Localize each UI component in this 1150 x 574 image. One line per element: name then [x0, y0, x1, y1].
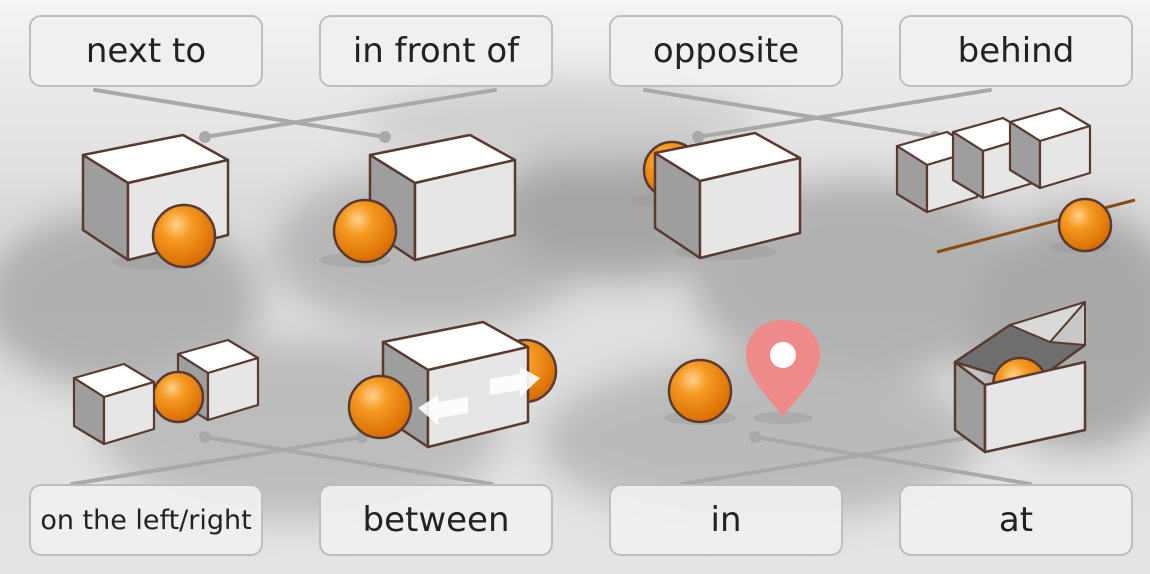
label-next-to[interactable]: next to [29, 15, 263, 87]
label-between[interactable]: between [319, 484, 553, 556]
next-to-illustration [81, 133, 230, 270]
label-text: next to [85, 31, 207, 71]
behind-illustration [895, 106, 1136, 254]
in-illustration [664, 320, 820, 425]
label-text: between [362, 500, 510, 540]
label-text: in front of [352, 31, 520, 71]
between-illustration [347, 320, 558, 449]
connector-lines [70, 88, 1032, 486]
label-in-front-of[interactable]: in front of [319, 15, 553, 87]
connector-dots [199, 131, 978, 443]
at-illustration [953, 301, 1087, 454]
label-behind[interactable]: behind [899, 15, 1133, 87]
location-pin-icon [746, 320, 820, 417]
label-text: on the left/right [40, 504, 252, 536]
label-text: behind [957, 31, 1075, 71]
opposite-illustration [630, 131, 802, 260]
label-in[interactable]: in [609, 484, 843, 556]
label-at[interactable]: at [899, 484, 1133, 556]
label-text: at [998, 500, 1034, 540]
label-on-the-left-right[interactable]: on the left/right [29, 484, 263, 556]
label-text: in [710, 500, 742, 540]
label-opposite[interactable]: opposite [609, 15, 843, 87]
on-the-left-right-illustration [72, 338, 260, 446]
label-text: opposite [652, 31, 800, 71]
in-front-of-illustration [319, 133, 517, 267]
